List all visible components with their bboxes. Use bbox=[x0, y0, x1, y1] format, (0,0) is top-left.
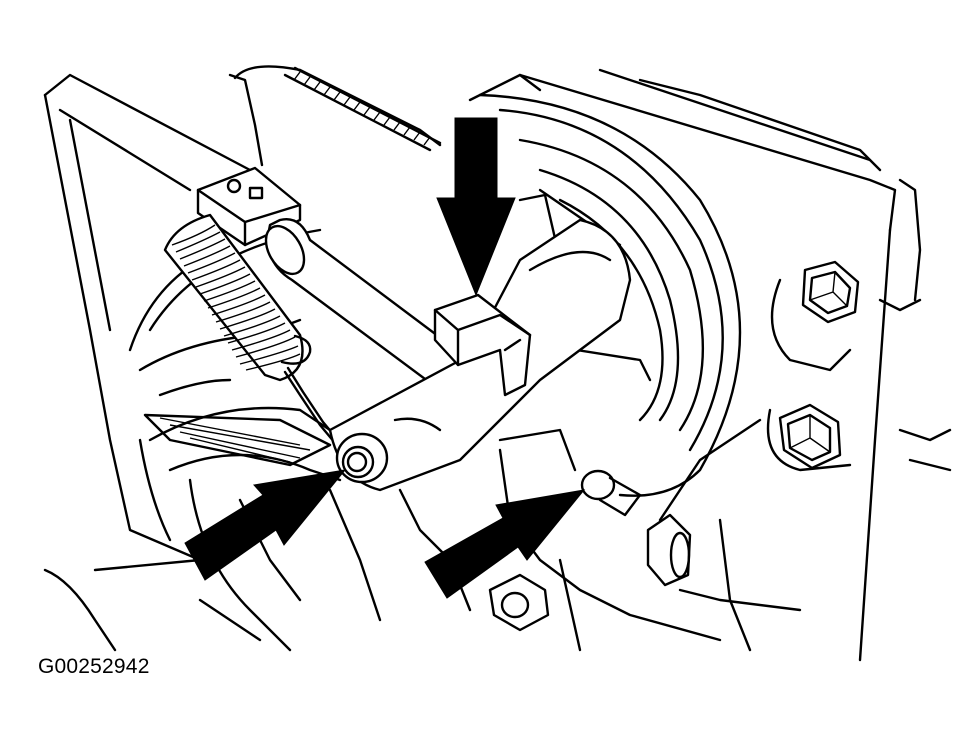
threaded-cable bbox=[283, 66, 442, 152]
pivot-eyelet bbox=[335, 432, 389, 484]
pivot-hole-arrow bbox=[424, 489, 586, 599]
u-bracket bbox=[433, 293, 532, 397]
lower-nut bbox=[488, 573, 550, 632]
figure-id-label: G00252942 bbox=[38, 655, 150, 678]
tab-lug bbox=[646, 513, 692, 587]
hex-bolt-lower bbox=[778, 403, 842, 470]
hex-bolt-upper bbox=[801, 260, 860, 324]
mounting-plate bbox=[468, 68, 952, 662]
spring-hook-arrow bbox=[184, 469, 347, 581]
pin-arrow bbox=[436, 117, 516, 297]
dowel-hole bbox=[580, 469, 642, 517]
ratchet-plate bbox=[143, 413, 332, 467]
